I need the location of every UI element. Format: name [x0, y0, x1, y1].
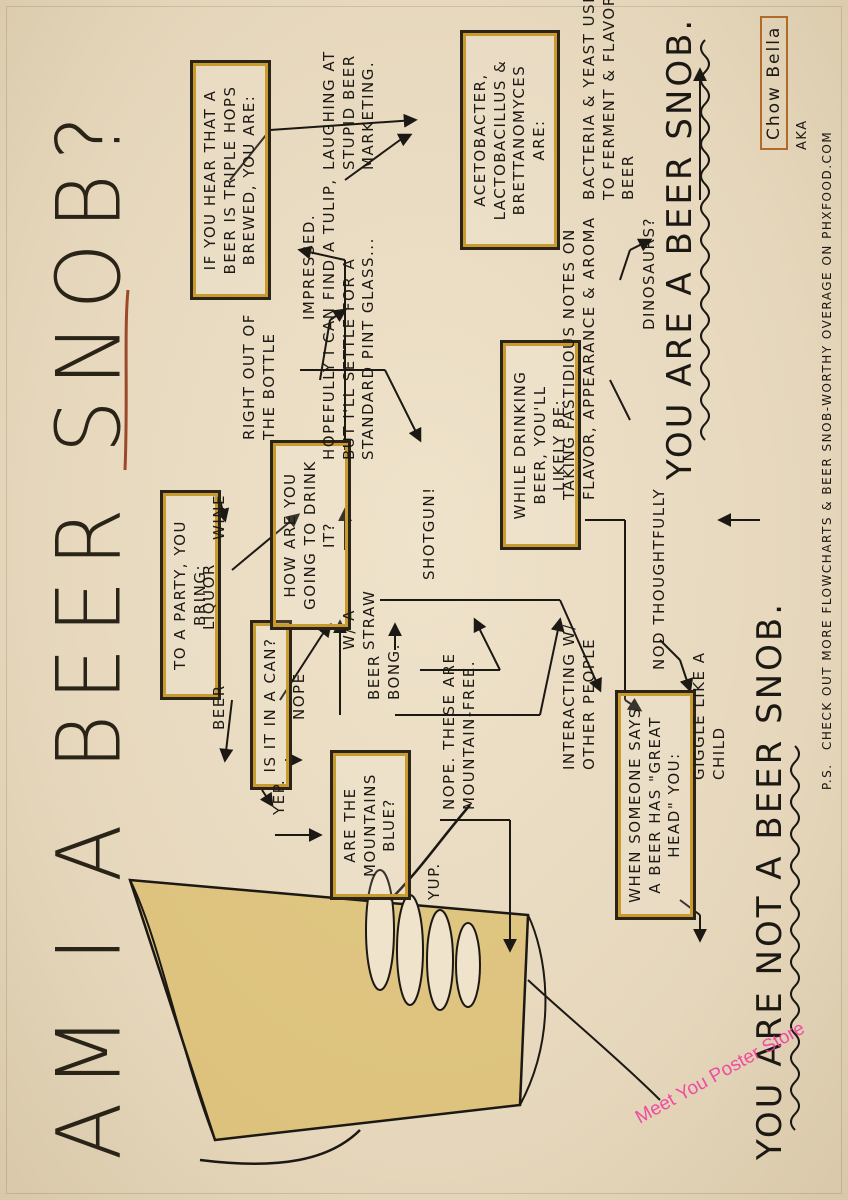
edge-yep: Yep. — [270, 778, 288, 815]
edge-laughing: Laughing at stupid beer marketing. — [320, 50, 377, 170]
page-title: AM I A BEER SNOB? — [37, 101, 141, 1160]
edge-bottle: Right out of the bottle — [240, 313, 278, 440]
credit-name: Chow Bella — [760, 15, 788, 150]
node-mountains: Are the mountains blue? — [330, 750, 411, 900]
edge-yeast: Bacteria & yeast used to ferment & flavo… — [580, 0, 637, 200]
edge-nope: Nope — [290, 672, 308, 720]
edge-straw: W/ a straw — [340, 589, 378, 650]
not-snob-squiggle — [790, 745, 800, 1131]
node-bacteria: Acetobacter, Lactobacillus & Brettanomyc… — [460, 30, 560, 250]
node-drink: How are you going to drink it? — [270, 440, 351, 630]
edge-wine: Wine — [210, 494, 228, 540]
edge-giggle: Giggle like a child — [690, 651, 728, 780]
edge-liquor: Liquor — [200, 563, 218, 630]
footer-note: Check out more flowcharts & beer snob-wo… — [820, 130, 834, 750]
snob-squiggle — [700, 39, 710, 441]
edge-shotgun: Shotgun! — [420, 486, 438, 580]
beer-glass-illustration — [128, 804, 661, 1165]
edge-tasting: Taking fastidious notes on flavor, appea… — [560, 216, 598, 500]
result-not-snob: You are not a beer snob. — [750, 600, 790, 1160]
edge-tulip: Hopefully I can find a tulip, but I'll s… — [320, 178, 377, 460]
title-underline — [123, 289, 130, 471]
node-great-head: When someone says a beer has "great head… — [615, 690, 696, 920]
edge-beer: Beer — [210, 684, 228, 730]
node-triple-hops: If you hear that a beer is triple hops b… — [190, 60, 271, 300]
edge-nope-mountain: Nope. These are mountain-free. — [440, 652, 478, 810]
node-can: Is it in a can? — [250, 620, 292, 790]
edge-nod: Nod thoughtfully — [650, 487, 668, 670]
credit-aka: aka — [795, 119, 810, 150]
result-snob: You are a beer snob. — [660, 16, 700, 480]
ps-label: P.S. — [820, 763, 834, 790]
edge-interacting: Interacting w/ other people — [560, 623, 598, 770]
edge-yup: Yup. — [425, 862, 443, 900]
edge-dinosaurs: Dinosaurs? — [640, 217, 658, 330]
edge-impressed: Impressed. — [300, 213, 318, 320]
